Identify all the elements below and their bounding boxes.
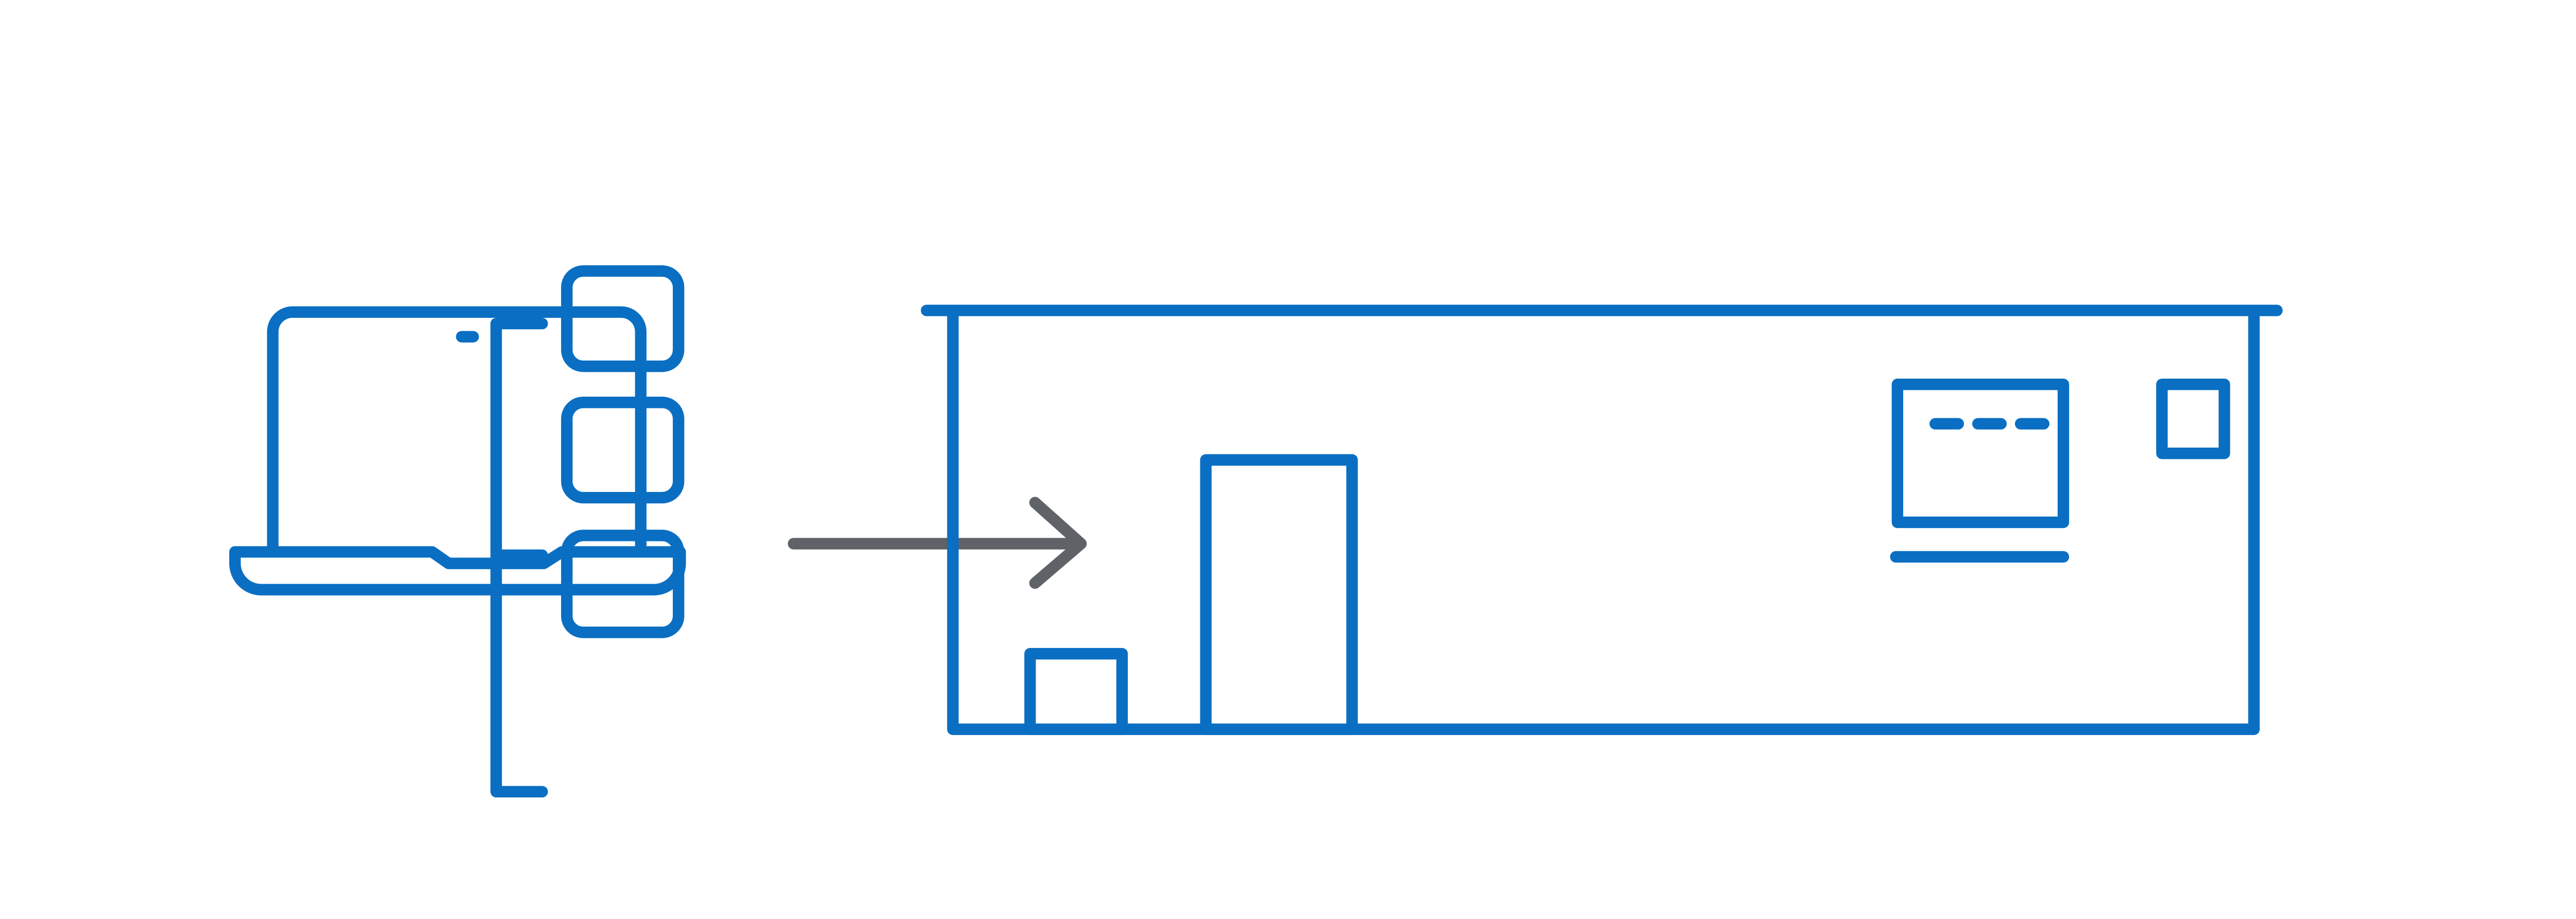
bracket [490, 317, 548, 798]
node-box-2 [561, 397, 685, 504]
arrow-right-icon [788, 497, 1087, 589]
laptop-base [229, 546, 686, 595]
small-window [2156, 378, 2230, 460]
display-window [1891, 378, 2070, 529]
storefront-icon [921, 304, 2283, 735]
building-walls [947, 304, 2260, 735]
small-door [1024, 648, 1128, 735]
node-box-3 [561, 530, 685, 638]
laptop-icon [229, 306, 686, 595]
tree-structure-icon [490, 265, 685, 798]
laptop-screen [267, 306, 647, 558]
arrow-head [1029, 497, 1087, 589]
node-box-1 [561, 265, 685, 372]
large-door [1200, 454, 1358, 735]
